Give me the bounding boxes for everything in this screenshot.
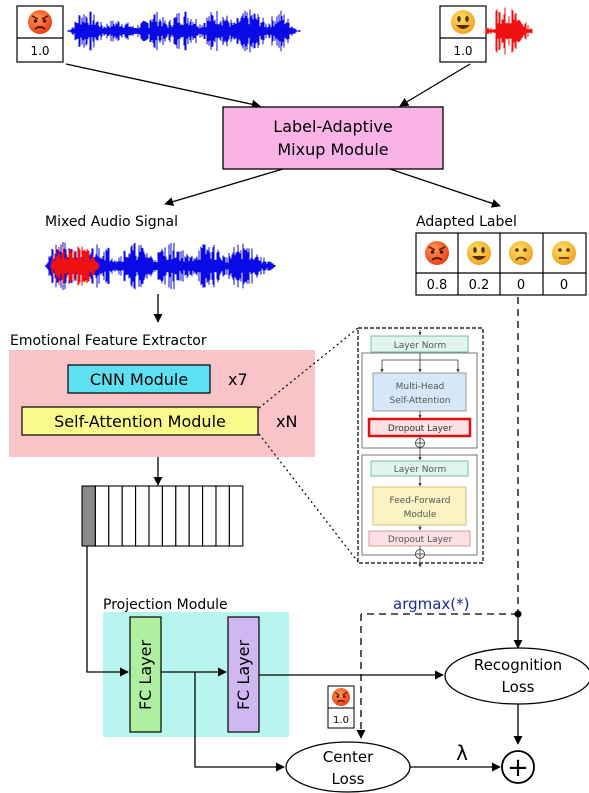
lambda-label: λ	[456, 741, 468, 765]
layer-norm-2: Layer Norm	[394, 465, 447, 475]
svg-text:Center: Center	[323, 748, 374, 766]
center-weight: 1.0	[333, 715, 349, 726]
extractor-title: Emotional Feature Extractor	[10, 333, 207, 349]
feature-vector-cell	[148, 485, 163, 547]
cnn-repeat-label: x7	[228, 370, 248, 389]
angry-emoji-icon	[28, 10, 52, 34]
adapted-label-value: 0	[560, 278, 568, 293]
svg-text:Mixup Module: Mixup Module	[277, 140, 388, 159]
feature-vector-cell	[94, 485, 110, 547]
sad-emoji-icon	[509, 241, 533, 265]
dropout-layer-2: Dropout Layer	[388, 535, 453, 545]
self-attention-module-label: Self-Attention Module	[54, 412, 226, 431]
svg-text:Loss: Loss	[502, 678, 535, 696]
feature-vector-cell	[108, 485, 123, 547]
angry-emoji-icon	[332, 688, 350, 706]
feature-vector	[81, 485, 244, 547]
feature-vector-cell	[188, 485, 204, 547]
center-label-box: 1.0	[327, 685, 355, 729]
feature-vector-cell	[135, 485, 150, 547]
waveform-happy-path	[485, 7, 533, 55]
svg-text:+: +	[507, 753, 529, 783]
input-right-label-box: 1.0	[439, 5, 487, 63]
waveform-angry-path	[67, 9, 301, 53]
ff-label-2: Module	[404, 510, 437, 520]
input-left-label-box: 1.0	[16, 5, 64, 63]
fc-layer-2-label: FC Layer	[234, 640, 253, 710]
svg-text:Recognition: Recognition	[474, 656, 562, 674]
transformer-block-detail: Layer Norm Multi-Head Self-Attention Dro…	[357, 327, 484, 568]
emotional-feature-extractor: CNN Module x7 Self-Attention Module xN	[9, 350, 315, 457]
feature-vector-cell	[161, 485, 177, 547]
angry-emoji-icon	[425, 241, 449, 265]
feature-vector-cell	[228, 485, 244, 547]
adapted-label-table: 0.8 0.2 0 0	[415, 232, 587, 296]
cnn-module-label: CNN Module	[90, 370, 188, 389]
argmax-label: argmax(*)	[393, 595, 470, 613]
sum-node: +	[501, 750, 535, 784]
svg-text:Loss: Loss	[332, 770, 365, 788]
label-adaptive-mixup-module: Label-Adaptive Mixup Module	[222, 106, 444, 170]
adapted-label-value: 0.2	[469, 278, 490, 293]
input-right-weight: 1.0	[453, 44, 472, 58]
smiling-emoji-icon	[451, 10, 475, 34]
mhsa-label-2: Self-Attention	[389, 396, 450, 406]
feature-vector-cell	[215, 485, 230, 547]
adapted-label-title: Adapted Label	[416, 214, 517, 230]
recognition-loss: Recognition Loss	[444, 647, 589, 705]
smiling-emoji-icon	[467, 241, 491, 265]
svg-text:Label-Adaptive: Label-Adaptive	[273, 117, 392, 136]
projection-module: FC Layer FC Layer	[103, 612, 289, 737]
center-loss: Center Loss	[285, 741, 411, 793]
adapted-label-value: 0	[517, 278, 525, 293]
feature-vector-cell	[121, 485, 137, 547]
mixed-audio-waveform	[44, 242, 276, 290]
dropout-layer-highlighted: Dropout Layer	[388, 424, 453, 434]
neutral-emoji-icon	[552, 241, 576, 265]
input-left-weight: 1.0	[30, 44, 49, 58]
feature-vector-cell	[81, 485, 96, 547]
layer-norm-1: Layer Norm	[394, 341, 447, 351]
input-waveform-happy	[485, 7, 533, 55]
mixed-audio-signal-title: Mixed Audio Signal	[45, 214, 178, 230]
input-waveform-angry	[67, 9, 301, 53]
adapted-label-value: 0.8	[427, 278, 448, 293]
attn-repeat-label: xN	[276, 412, 297, 431]
feature-vector-cell	[202, 485, 217, 547]
ff-label-1: Feed-Forward	[390, 496, 451, 506]
mhsa-label-1: Multi-Head	[396, 382, 445, 392]
fc-layer-1-label: FC Layer	[136, 640, 155, 710]
feature-vector-cell	[175, 485, 190, 547]
mixed-waveform-red-path	[50, 246, 100, 286]
projection-title: Projection Module	[103, 597, 228, 613]
